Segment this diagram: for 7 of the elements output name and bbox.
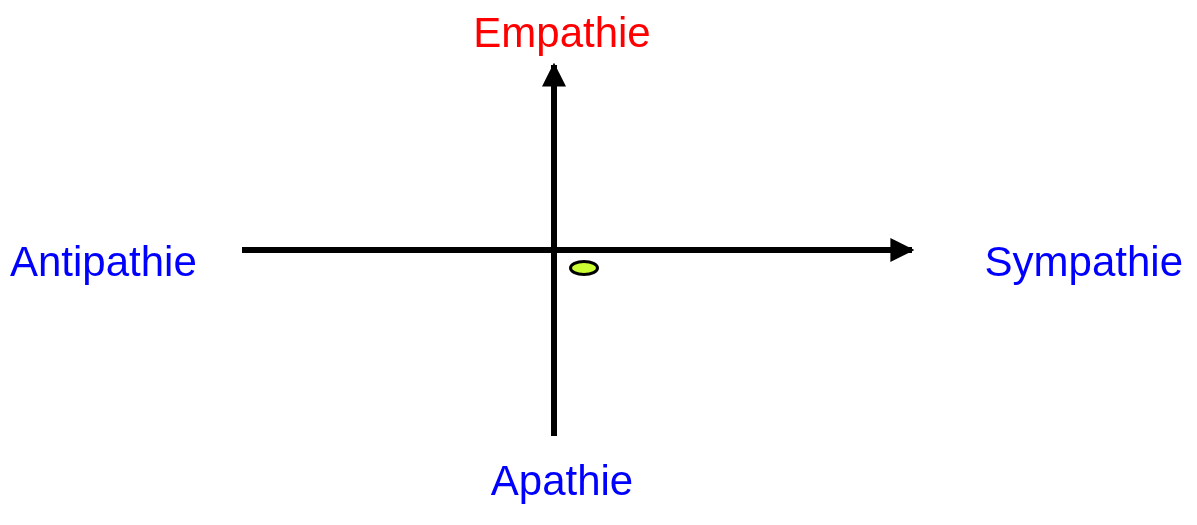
axis-label: Apathie — [490, 459, 634, 502]
axis-label: Empathie — [473, 11, 651, 54]
axis-arrow — [242, 238, 915, 262]
axis-label: Sympathie — [984, 241, 1183, 283]
axis-arrow — [542, 62, 566, 436]
axis-label: Antipathie — [10, 241, 197, 283]
marker-ellipse — [569, 260, 599, 276]
